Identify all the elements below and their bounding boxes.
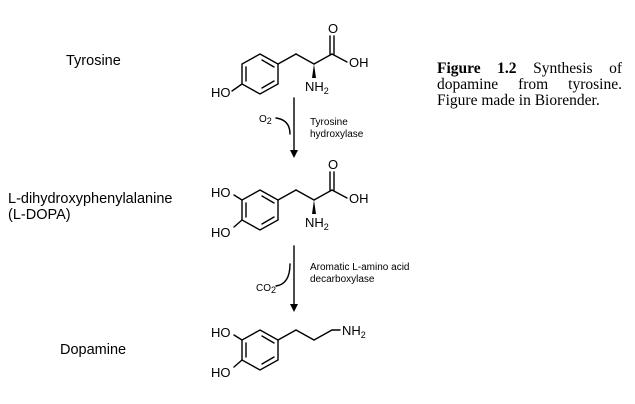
ldopa-structure: HO HO O OH NH2 — [211, 157, 369, 240]
tyrosine-hydroxyl: HO — [211, 85, 231, 100]
reaction-1-enzyme-line1: Tyrosine — [310, 117, 348, 128]
tyrosine-acid-hydroxyl: OH — [349, 55, 369, 70]
reaction-1-enzyme-line2: hydroxylase — [310, 129, 364, 140]
tyrosine-label: Tyrosine — [66, 53, 121, 69]
ldopa-carbonyl-oxygen: O — [328, 157, 338, 172]
ldopa-hydroxyl-lower: HO — [211, 225, 231, 240]
caption-label: Figure 1.2 — [437, 60, 517, 77]
dopamine-hydroxyl-lower: HO — [211, 365, 231, 380]
reaction-1-arrowhead — [290, 150, 298, 158]
ldopa-label-line1: L-dihydroxyphenylalanine — [8, 191, 173, 207]
reaction-1: O2 Tyrosine hydroxylase — [259, 97, 364, 158]
ldopa-wedge-bond — [312, 200, 316, 214]
reaction-2-cofactor: CO2 — [256, 283, 276, 295]
reaction-2-enzyme-line2: decarboxylase — [310, 274, 375, 285]
reaction-2-cofactor-arrow — [275, 263, 291, 287]
dopamine-label: Dopamine — [60, 342, 127, 358]
tyrosine-structure: HO O OH NH2 — [211, 21, 369, 100]
tyrosine-wedge-bond — [312, 64, 316, 78]
dopamine-hydroxyl-upper: HO — [211, 325, 231, 340]
tyrosine-carbonyl-oxygen: O — [328, 21, 338, 36]
reaction-1-cofactor: O2 — [259, 114, 272, 126]
figure-caption: Figure 1.2 Synthesis of dopamine from ty… — [437, 61, 622, 109]
ldopa-label-line2: (L-DOPA) — [8, 207, 71, 223]
tyrosine-amine: NH2 — [305, 79, 329, 96]
ldopa-acid-hydroxyl: OH — [349, 191, 369, 206]
caption-text: Synthesis of dopamine from tyrosine. Fig… — [437, 60, 623, 109]
ldopa-hydroxyl-upper: HO — [211, 185, 231, 200]
ldopa-benzene-ring — [241, 189, 279, 231]
reaction-2: CO2 Aromatic L-amino acid decarboxylase — [256, 245, 409, 312]
dopamine-benzene-ring — [241, 329, 279, 371]
reaction-2-enzyme-line1: Aromatic L-amino acid — [310, 262, 409, 273]
dopamine-amine: NH2 — [342, 323, 366, 340]
reaction-1-cofactor-arrow — [275, 117, 291, 135]
ldopa-amine: NH2 — [305, 215, 329, 232]
dopamine-structure: HO HO NH2 — [211, 323, 366, 380]
reaction-2-arrowhead — [290, 304, 298, 312]
tyrosine-benzene-ring — [241, 53, 279, 95]
